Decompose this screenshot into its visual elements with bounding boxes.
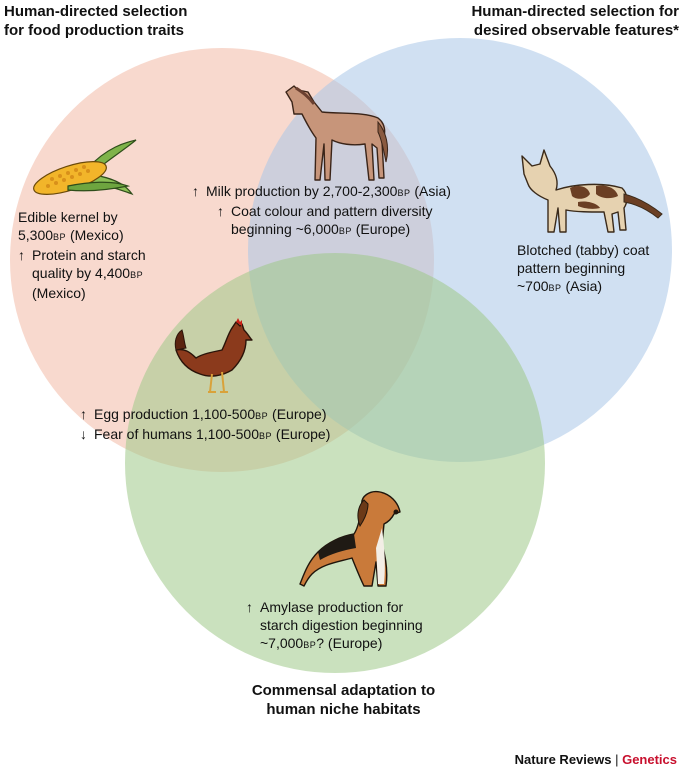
dog-icon xyxy=(299,490,401,587)
horse-label: ↑Milk production by 2,700-2,300BP (Asia)… xyxy=(192,183,451,237)
journal-name: Nature Reviews xyxy=(514,752,612,767)
up-arrow-icon: ↑ xyxy=(18,247,25,263)
credit-separator: | xyxy=(611,752,623,767)
up-arrow-icon: ↑ xyxy=(192,183,199,199)
down-arrow-icon: ↓ xyxy=(80,426,87,442)
maize-icon xyxy=(33,139,137,196)
up-arrow-icon: ↑ xyxy=(80,406,87,422)
journal-credit: Nature Reviews | Genetics xyxy=(515,752,677,767)
horse-icon xyxy=(285,85,389,181)
chicken-icon xyxy=(174,318,253,393)
dog-label: ↑Amylase production for starch digestion… xyxy=(246,599,423,651)
cat-icon xyxy=(521,149,663,233)
chicken-label: ↑Egg production 1,100-500BP (Europe) ↓Fe… xyxy=(80,406,331,442)
food-production-heading: Human-directed selection for food produc… xyxy=(4,3,188,39)
cat-label: Blotched (tabby) coat pattern beginning … xyxy=(517,242,650,294)
up-arrow-icon: ↑ xyxy=(217,203,224,219)
observable-features-heading: Human-directed selection for desired obs… xyxy=(471,3,679,39)
commensal-adaptation-heading: Commensal adaptation to human niche habi… xyxy=(251,682,436,718)
maize-label: Edible kernel by 5,300BP (Mexico) ↑Prote… xyxy=(18,209,146,301)
up-arrow-icon: ↑ xyxy=(246,599,253,615)
journal-section: Genetics xyxy=(622,752,677,767)
